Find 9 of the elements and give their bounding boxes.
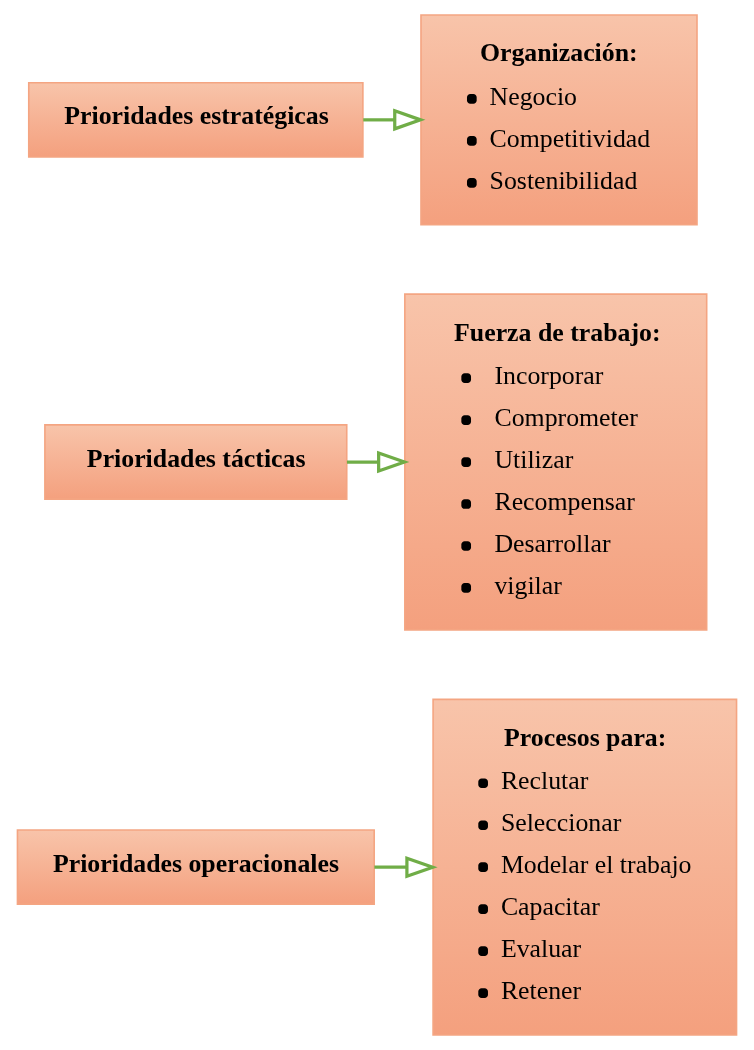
node-box: Prioridades tácticas [44, 424, 348, 500]
node-box: Prioridades estratégicas [27, 81, 364, 158]
node-box: Fuerza de trabajo: Incorporar Comprometer Utilizar Recompensar Desarrollar vigilar [404, 293, 708, 631]
node-box: Prioridades operacionales [16, 829, 375, 906]
arrow [363, 108, 426, 132]
node-box: Organización: Negocio Competitividad Sostenibilidad [420, 14, 698, 226]
node-box: Procesos para: Reclutar Seleccionar Modelar el trabajo Capacitar Evaluar Retener [432, 698, 738, 1036]
arrow [346, 450, 410, 474]
arrow [374, 855, 438, 879]
